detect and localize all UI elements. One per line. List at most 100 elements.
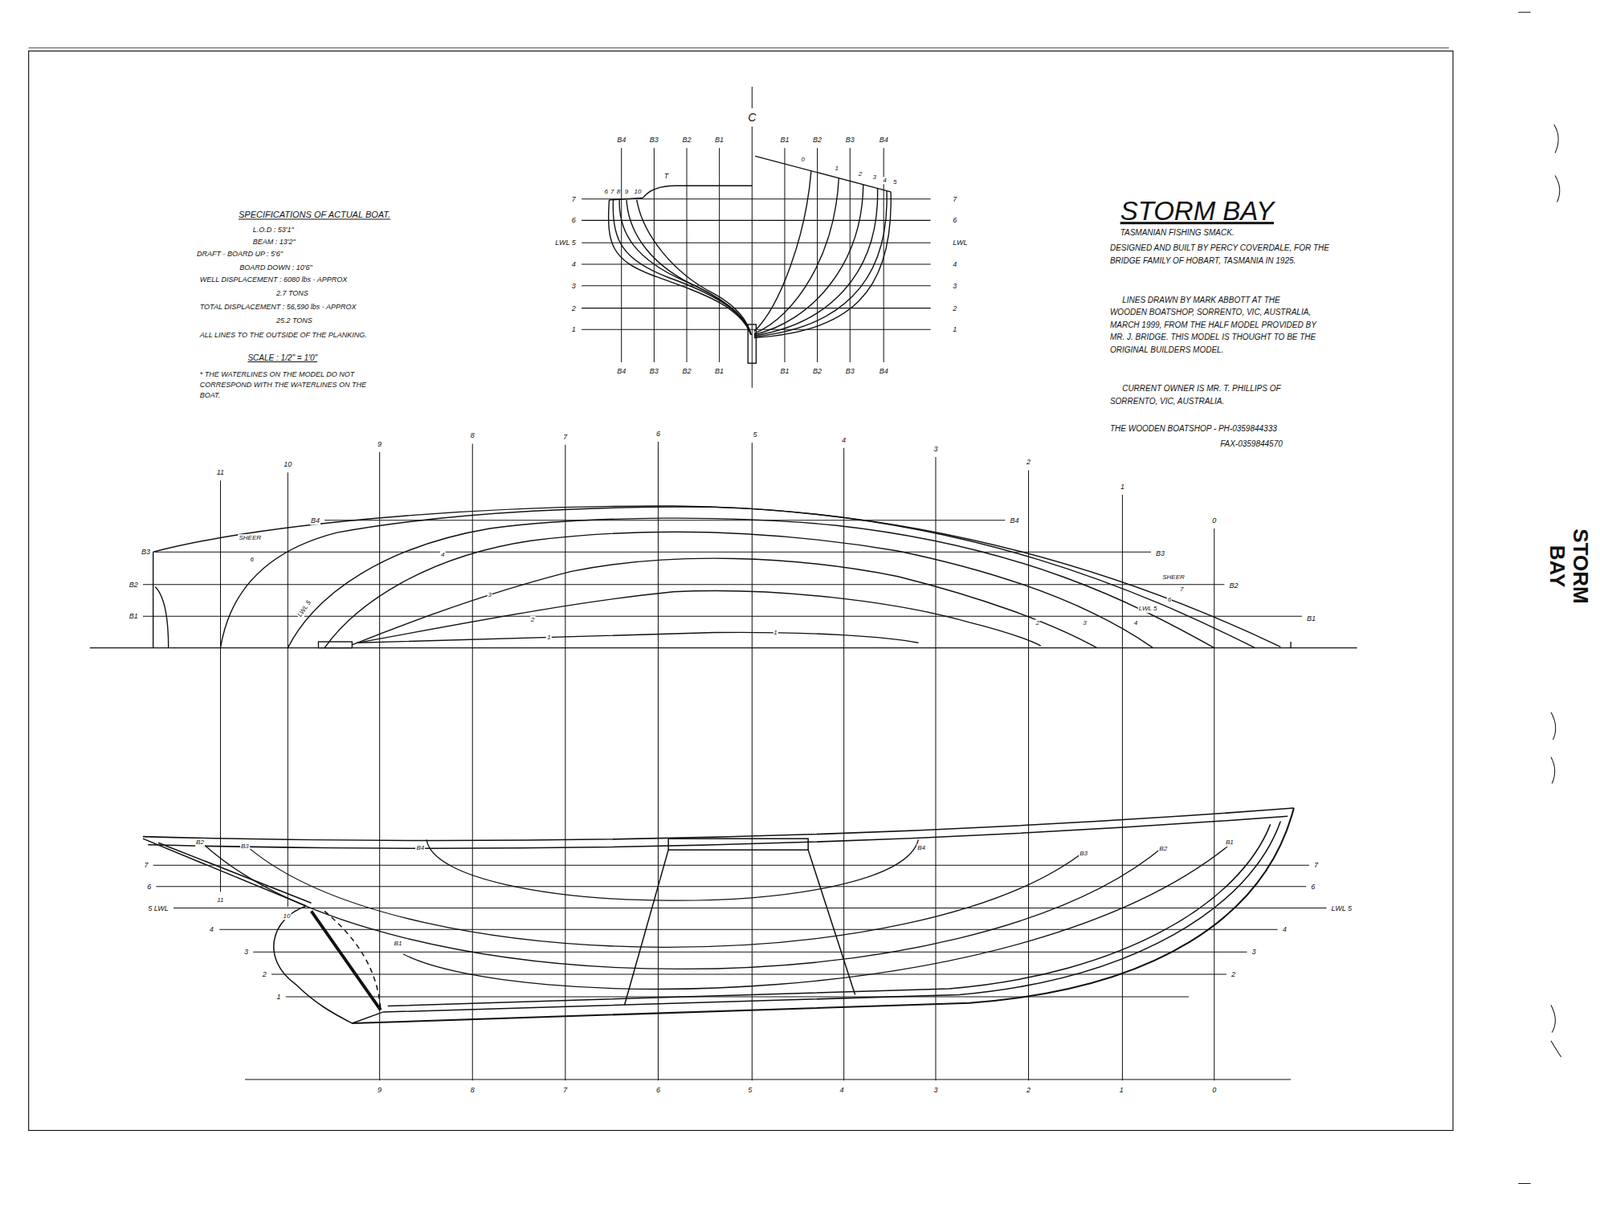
buttock-label: B3 xyxy=(648,135,660,145)
half-breadth-curve xyxy=(89,647,1358,649)
waterline-label: 6 xyxy=(951,216,958,225)
waterline-label: 1 xyxy=(571,325,577,335)
buttock-line xyxy=(142,520,1303,617)
waterline-label: 4 xyxy=(208,925,215,935)
profile-waterline xyxy=(244,1078,1291,1080)
profile-buttock xyxy=(249,848,1084,947)
profile-buttock xyxy=(403,844,1230,990)
station-number: 0 xyxy=(800,156,806,165)
spec-text: DRAFT - BOARD UP : 5'6" xyxy=(195,249,284,259)
body-plan-section xyxy=(608,200,752,335)
waterline-label: LWL 5 xyxy=(1330,903,1354,913)
waterline-label: 6 xyxy=(249,556,255,565)
sheet-border xyxy=(28,48,1454,1131)
waterline-label: 7 xyxy=(1313,861,1319,870)
buttock-label: B3 xyxy=(140,547,152,557)
buttock-label: B2 xyxy=(681,367,692,376)
station-number: 8 xyxy=(616,187,621,196)
buttock-line xyxy=(155,551,1152,553)
spec-text: WELL DISPLACEMENT : 6080 lbs - APPROX xyxy=(199,275,349,285)
profile-buttock xyxy=(204,839,1230,989)
buttock-label: B2 xyxy=(812,367,823,376)
profile-waterline xyxy=(153,865,1327,1080)
waterline-label: 4 xyxy=(951,260,958,270)
body-plan-section xyxy=(754,178,839,334)
buttock-label: B1 xyxy=(128,612,139,621)
waterline-label: 7 xyxy=(571,194,577,204)
body-plan-section xyxy=(755,155,891,192)
body-plan-grid xyxy=(581,86,931,388)
scan-mark xyxy=(1555,175,1560,202)
half-breadth-curve xyxy=(152,551,154,648)
station-number: 0 xyxy=(1211,516,1217,526)
scan-mark xyxy=(1551,757,1556,784)
half-breadth-curve xyxy=(357,632,919,643)
profile-buttock xyxy=(204,844,1164,970)
waterline-label: 5 LWL xyxy=(146,903,170,913)
station-number: 6 xyxy=(655,1085,662,1094)
station-number: 10 xyxy=(633,187,643,196)
buttock-label: B2 xyxy=(1158,844,1168,854)
station-number: 3 xyxy=(932,444,939,454)
body-plan-grid xyxy=(751,126,753,388)
station-line xyxy=(287,472,289,907)
buttock-label: B1 xyxy=(714,367,725,376)
profile-hull xyxy=(387,824,1271,1006)
buttock-label: B3 xyxy=(1078,850,1089,859)
scan-mark xyxy=(1518,1183,1531,1184)
waterline-label: 2 xyxy=(571,303,577,313)
scale-note: SCALE : 1/2" = 1'0" xyxy=(246,353,319,364)
half-breadth-curve xyxy=(318,641,352,649)
buttock-label: B1 xyxy=(779,367,790,376)
buttock-line xyxy=(142,583,1225,585)
station-number: 9 xyxy=(376,439,383,449)
waterline-label: 2 xyxy=(1035,619,1041,628)
buttock-label: B4 xyxy=(616,367,627,376)
spec-text: ALL LINES TO THE OUTSIDE OF THE PLANKING… xyxy=(199,330,368,339)
body-plan-section xyxy=(754,188,878,336)
spec-text: TOTAL DISPLACEMENT : 56,590 lbs - APPROX xyxy=(199,302,358,312)
body-plan-section xyxy=(754,191,887,338)
station-number: 6 xyxy=(655,429,662,439)
station-line xyxy=(472,444,474,1082)
profile-waterline xyxy=(271,974,1227,976)
profile-hull xyxy=(324,910,381,1010)
spec-text: 25.2 TONS xyxy=(275,316,314,326)
buttock-label: B4 xyxy=(916,844,927,853)
profile-hull xyxy=(351,808,1294,1024)
contact-text: FAX-0359844570 xyxy=(1219,439,1284,449)
buttock-label: B4 xyxy=(1008,516,1020,526)
waterline-label: 2 xyxy=(1230,970,1237,980)
station-number: 7 xyxy=(609,187,615,196)
waterline-label: 3 xyxy=(243,947,249,957)
sheer-label: SHEER xyxy=(1161,573,1186,582)
profile-hull xyxy=(142,838,307,907)
description-text: TASMANIAN FISHING SMACK. xyxy=(1119,228,1236,238)
station-number: 3 xyxy=(932,1085,939,1094)
waterline-label: 6 xyxy=(146,882,152,892)
spec-heading: SPECIFICATIONS OF ACTUAL BOAT. xyxy=(237,209,392,221)
buttock-label: B1 xyxy=(393,939,404,948)
body-plan-section xyxy=(754,184,864,335)
body-plan-grid xyxy=(581,242,931,244)
station-number: 6 xyxy=(603,187,609,196)
half-breadth-curve xyxy=(324,531,1153,648)
buttock-line xyxy=(142,616,1303,617)
description-text: DESIGNED AND BUILT BY PERCY COVERDALE, F… xyxy=(1109,241,1331,267)
buttock-label: B3 xyxy=(1155,548,1166,558)
station-line xyxy=(934,457,936,1081)
body-plan-section xyxy=(608,197,643,200)
waterline-label: 6 xyxy=(1167,595,1172,605)
buttock-label: B2 xyxy=(812,135,823,145)
spec-text: BOARD DOWN : 10'6" xyxy=(238,262,313,272)
station-number: 11 xyxy=(216,896,225,905)
buttock-label: B3 xyxy=(844,135,856,145)
waterline-label: 2 xyxy=(530,616,535,625)
body-plan-grid xyxy=(653,147,655,363)
profile-hull xyxy=(382,821,1281,1013)
sheet-border xyxy=(28,47,1449,49)
profile-hull xyxy=(147,816,1288,849)
station-number: 10 xyxy=(282,460,293,470)
profile-hull xyxy=(668,838,809,850)
